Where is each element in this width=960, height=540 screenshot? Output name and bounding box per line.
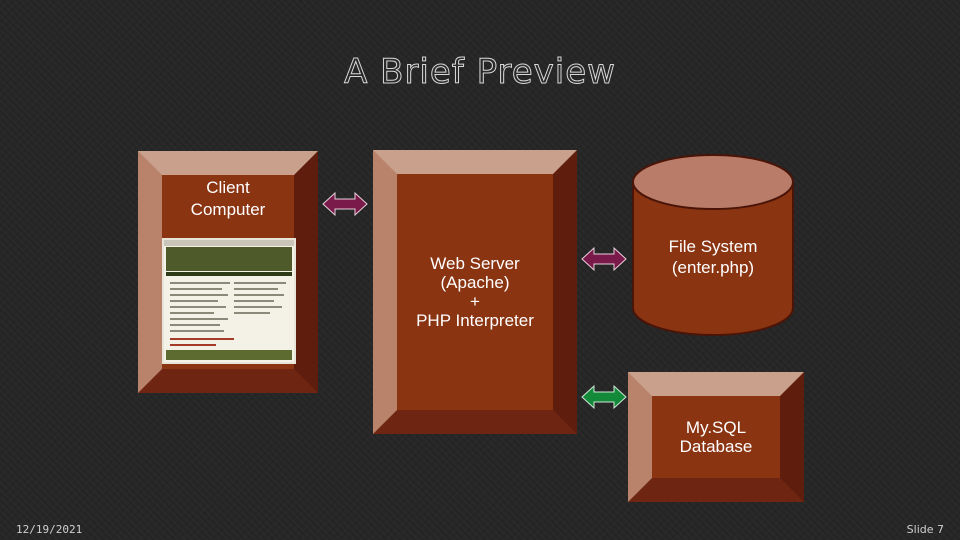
web-server-label: Web Server (Apache) + PHP Interpreter bbox=[416, 254, 534, 330]
client-computer-label: Client Computer bbox=[190, 178, 266, 219]
client-webserver-arrow-icon bbox=[322, 191, 368, 217]
web-server-box: Web Server (Apache) + PHP Interpreter bbox=[373, 150, 577, 434]
database-box: My.SQL Database bbox=[628, 372, 804, 502]
database-label: My.SQL Database bbox=[679, 418, 753, 456]
slide-number: Slide 7 bbox=[906, 523, 944, 536]
file-system-label: File System (enter.php) bbox=[668, 237, 758, 277]
slide-title: A Brief Preview bbox=[344, 52, 616, 93]
file-system-cylinder bbox=[632, 154, 794, 336]
webserver-filesystem-arrow-icon bbox=[581, 246, 627, 272]
webserver-database-arrow-icon bbox=[581, 384, 627, 410]
slide-date: 12/19/2021 bbox=[16, 523, 83, 536]
web-page-thumbnail bbox=[162, 238, 296, 364]
